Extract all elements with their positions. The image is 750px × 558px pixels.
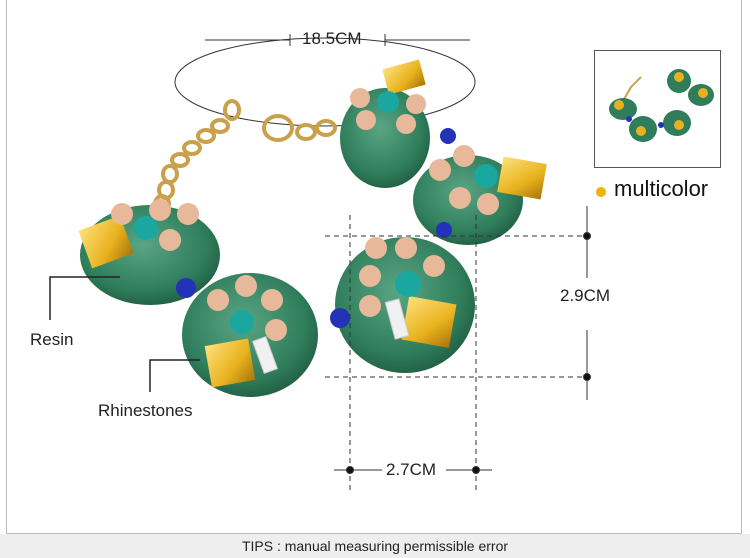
tips-bar: TIPS : manual measuring permissible erro… [0,534,750,558]
width-dimension [334,215,492,492]
rhinestones-callout: Rhinestones [98,401,193,420]
circumference-label: 18.5CM [302,29,362,48]
color-option-label[interactable]: multicolor [614,176,709,201]
circumference-indicator [174,34,476,127]
rhinestone-clusters [78,59,547,388]
tips-text: TIPS : manual measuring permissible erro… [241,538,509,554]
chain [153,99,337,214]
cluster-right [429,128,547,238]
bracelet-illustration [49,34,591,492]
height-label: 2.9CM [560,286,611,305]
color-dot-icon [596,187,606,197]
width-label: 2.7CM [386,460,437,479]
height-dimension [325,206,591,400]
resin-pieces [80,88,523,397]
resin-callout: Resin [30,330,74,349]
callout-lines [49,276,200,392]
cluster-lower-left [204,275,287,388]
color-swatch-thumbnail[interactable] [594,50,721,168]
thumbnail-bracelet [609,69,714,142]
image-frame [6,0,742,534]
cluster-lower-right [330,237,457,348]
cluster-top [350,59,426,134]
cluster-left [78,199,199,298]
